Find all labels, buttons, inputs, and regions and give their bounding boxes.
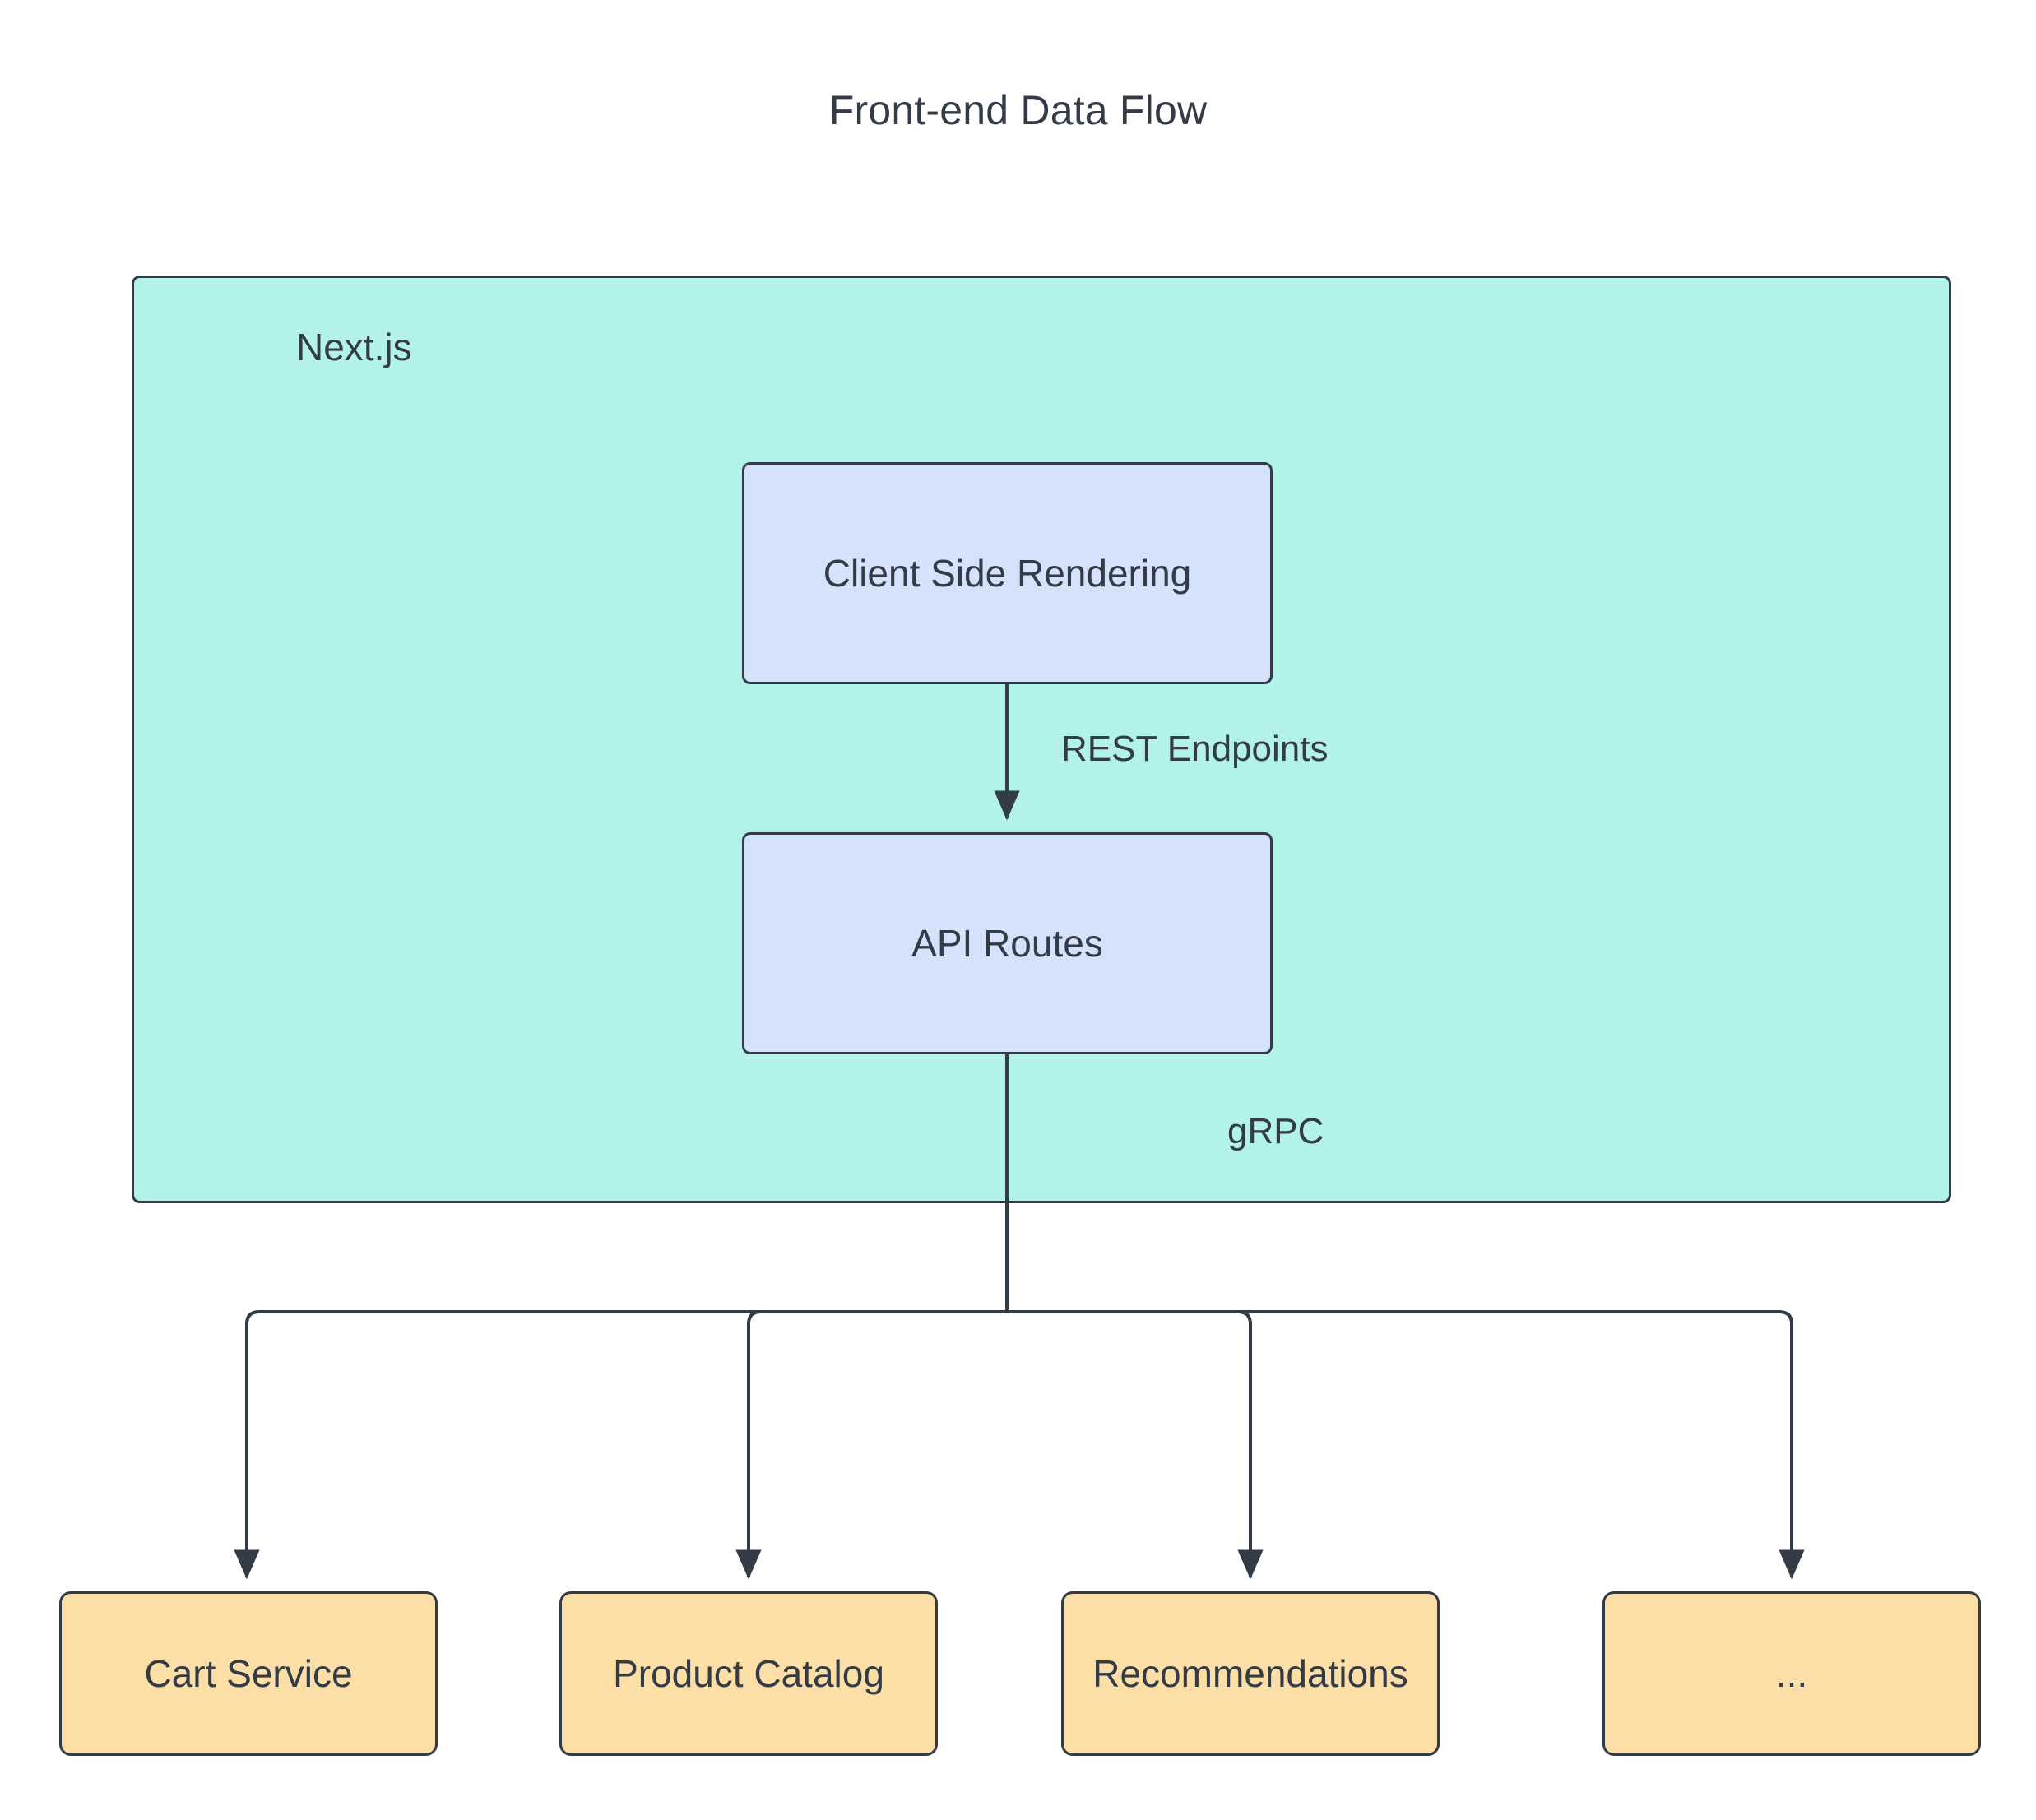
node-cart-service-label: Cart Service	[144, 1652, 353, 1695]
node-recommendations[interactable]: Recommendations	[1061, 1591, 1440, 1756]
edge-api-to-cart-service	[234, 1310, 1007, 1580]
subgraph-nextjs-label: Next.js	[296, 326, 412, 368]
node-client-side-rendering-label: Client Side Rendering	[823, 552, 1192, 595]
node-client-side-rendering[interactable]: Client Side Rendering	[742, 462, 1273, 684]
node-recommendations-label: Recommendations	[1092, 1652, 1408, 1695]
node-cart-service[interactable]: Cart Service	[59, 1591, 438, 1756]
edge-label-grpc: gRPC	[1227, 1111, 1324, 1151]
edge-label-rest-endpoints: REST Endpoints	[1061, 729, 1329, 769]
node-product-catalog[interactable]: Product Catalog	[559, 1591, 938, 1756]
node-more-services[interactable]: ...	[1602, 1591, 1981, 1756]
diagram-title: Front-end Data Flow	[828, 87, 1208, 133]
node-more-services-label: ...	[1775, 1652, 1808, 1695]
edge-api-to-more-services	[1007, 1310, 1805, 1580]
node-api-routes-label: API Routes	[911, 922, 1103, 965]
subgraph-nextjs	[132, 276, 1951, 1203]
node-product-catalog-label: Product Catalog	[613, 1652, 884, 1695]
node-api-routes[interactable]: API Routes	[742, 832, 1273, 1054]
edge-api-to-product-catalog	[735, 1310, 1007, 1580]
edge-api-to-recommendations	[1007, 1310, 1264, 1580]
